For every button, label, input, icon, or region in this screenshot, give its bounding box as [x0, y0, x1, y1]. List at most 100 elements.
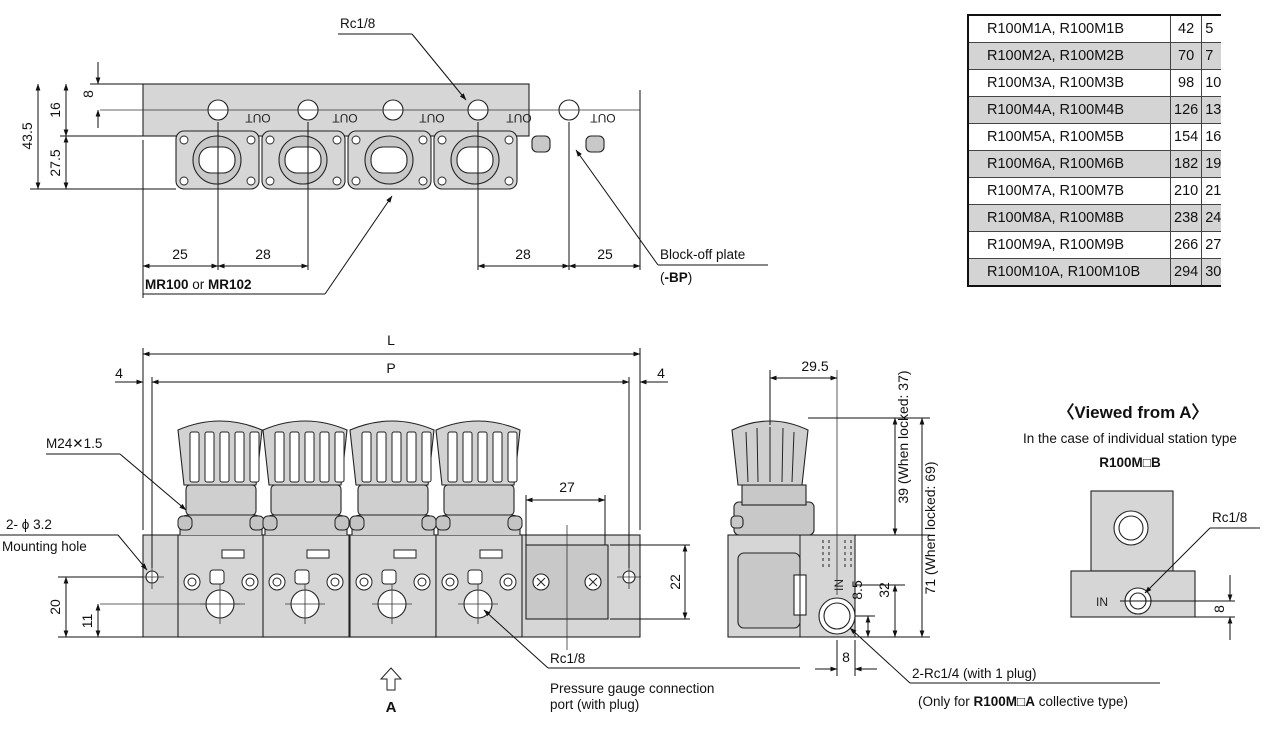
- P-cell: 16: [1201, 123, 1222, 151]
- P-cell: 13: [1201, 96, 1222, 124]
- P-cell: 10: [1201, 69, 1222, 97]
- out-label: OUT: [419, 111, 445, 125]
- dim-8-5: 8.5: [849, 580, 865, 600]
- mount-hole-label-2: Mounting hole: [2, 539, 87, 554]
- top-view: OUT OUT OUT OUT OUT: [19, 16, 768, 298]
- P-cell: 30: [1201, 258, 1222, 287]
- regulator-row-top: [175, 130, 518, 190]
- front-view: L P 4 4 27 22 20 11 M24✕1.5 2- ϕ 3.2 Mou: [0, 332, 800, 716]
- out-label: OUT: [506, 111, 532, 125]
- regulator-row-front: [177, 420, 523, 638]
- model-cell: R100M9A, R100M9B: [967, 231, 1171, 259]
- gauge-port-label: Rc1/8: [550, 651, 585, 666]
- out-label: OUT: [590, 111, 616, 125]
- dim-32: 32: [876, 582, 892, 598]
- dim-L: L: [387, 332, 395, 348]
- model-cell: R100M8A, R100M8B: [967, 204, 1171, 232]
- viewa-port-label: Rc1/8: [1212, 510, 1247, 525]
- L-cell: 154: [1169, 123, 1203, 151]
- dim-29-5: 29.5: [801, 358, 828, 374]
- dim-8-side: 8: [842, 649, 850, 665]
- P-cell: 21: [1201, 177, 1222, 205]
- L-cell: 182: [1169, 150, 1203, 178]
- viewed-from-a: 〈Viewed from A〉 In the case of individua…: [1023, 402, 1260, 640]
- gauge-desc-2: port (with plug): [550, 697, 639, 712]
- mount-hole-label-1: 2- ϕ 3.2: [6, 517, 52, 532]
- dim-43-5: 43.5: [19, 122, 35, 149]
- L-cell: 42: [1169, 14, 1203, 43]
- dim-28-left: 28: [255, 246, 271, 262]
- side-view: IN 29.5 39 (When locked: 37) 71 (When lo…: [727, 358, 1160, 709]
- viewed-from-a-title: 〈Viewed from A〉: [1057, 402, 1208, 422]
- model-cell: R100M10A, R100M10B: [967, 258, 1171, 287]
- out-label: OUT: [332, 111, 358, 125]
- view-a-label: A: [386, 699, 397, 716]
- P-cell: 19: [1201, 150, 1222, 178]
- blockoff-code: (-BP): [660, 270, 692, 285]
- blockoff-stud: [531, 135, 551, 153]
- regulator-station: [349, 420, 437, 638]
- model-cell: R100M7A, R100M7B: [967, 177, 1171, 205]
- rc18-label: Rc1/8: [340, 16, 375, 31]
- dim-39: 39 (When locked: 37): [895, 370, 911, 503]
- model-cell: R100M1A, R100M1B: [967, 14, 1171, 43]
- dim-P: P: [386, 360, 395, 376]
- P-cell: 27: [1201, 231, 1222, 259]
- dim-22: 22: [667, 574, 683, 590]
- dim-8: 8: [80, 90, 96, 98]
- dim-71: 71 (When locked: 69): [922, 461, 938, 594]
- dim-25-left: 25: [172, 246, 188, 262]
- P-cell: 24: [1201, 204, 1222, 232]
- viewa-dim-8: 8: [1211, 605, 1227, 613]
- dim-28-right: 28: [515, 246, 531, 262]
- regulator-station: [177, 420, 265, 638]
- dim-27: 27: [559, 479, 575, 495]
- out-label: OUT: [245, 111, 271, 125]
- regulator-model-label: MR100 or MR102: [145, 277, 252, 292]
- L-cell: 266: [1169, 231, 1203, 259]
- inlet-note: (Only for R100M□A collective type): [918, 694, 1128, 709]
- L-cell: 210: [1169, 177, 1203, 205]
- viewed-from-a-model: R100M□B: [1099, 455, 1161, 470]
- dim-27-5: 27.5: [47, 149, 63, 176]
- thread-label: M24✕1.5: [46, 436, 102, 451]
- dim-16: 16: [47, 102, 63, 118]
- viewa-in-label: IN: [1096, 595, 1108, 609]
- dim-11: 11: [79, 614, 95, 629]
- model-cell: R100M6A, R100M6B: [967, 150, 1171, 178]
- side-in-label: IN: [832, 579, 846, 591]
- model-cell: R100M4A, R100M4B: [967, 96, 1171, 124]
- L-cell: 70: [1169, 42, 1203, 70]
- regulator-station: [262, 420, 350, 638]
- inlet-label: 2-Rc1/4 (with 1 plug): [912, 666, 1037, 681]
- dim-25-right: 25: [597, 246, 613, 262]
- view-arrow-icon: [379, 667, 403, 691]
- dim-20: 20: [47, 599, 63, 615]
- out-ports: [100, 99, 640, 121]
- model-cell: R100M5A, R100M5B: [967, 123, 1171, 151]
- dim-4-right: 4: [657, 365, 665, 381]
- L-cell: 98: [1169, 69, 1203, 97]
- out-labels: OUT OUT OUT OUT OUT: [245, 111, 616, 125]
- gauge-desc-1: Pressure gauge connection: [550, 681, 714, 696]
- P-cell: 7: [1201, 42, 1222, 70]
- dim-4-left: 4: [115, 365, 123, 381]
- L-cell: 294: [1169, 258, 1203, 287]
- L-cell: 126: [1169, 96, 1203, 124]
- viewed-from-a-subtitle: In the case of individual station type: [1023, 431, 1237, 446]
- model-cell: R100M3A, R100M3B: [967, 69, 1171, 97]
- L-cell: 238: [1169, 204, 1203, 232]
- blockoff-stud: [585, 135, 605, 153]
